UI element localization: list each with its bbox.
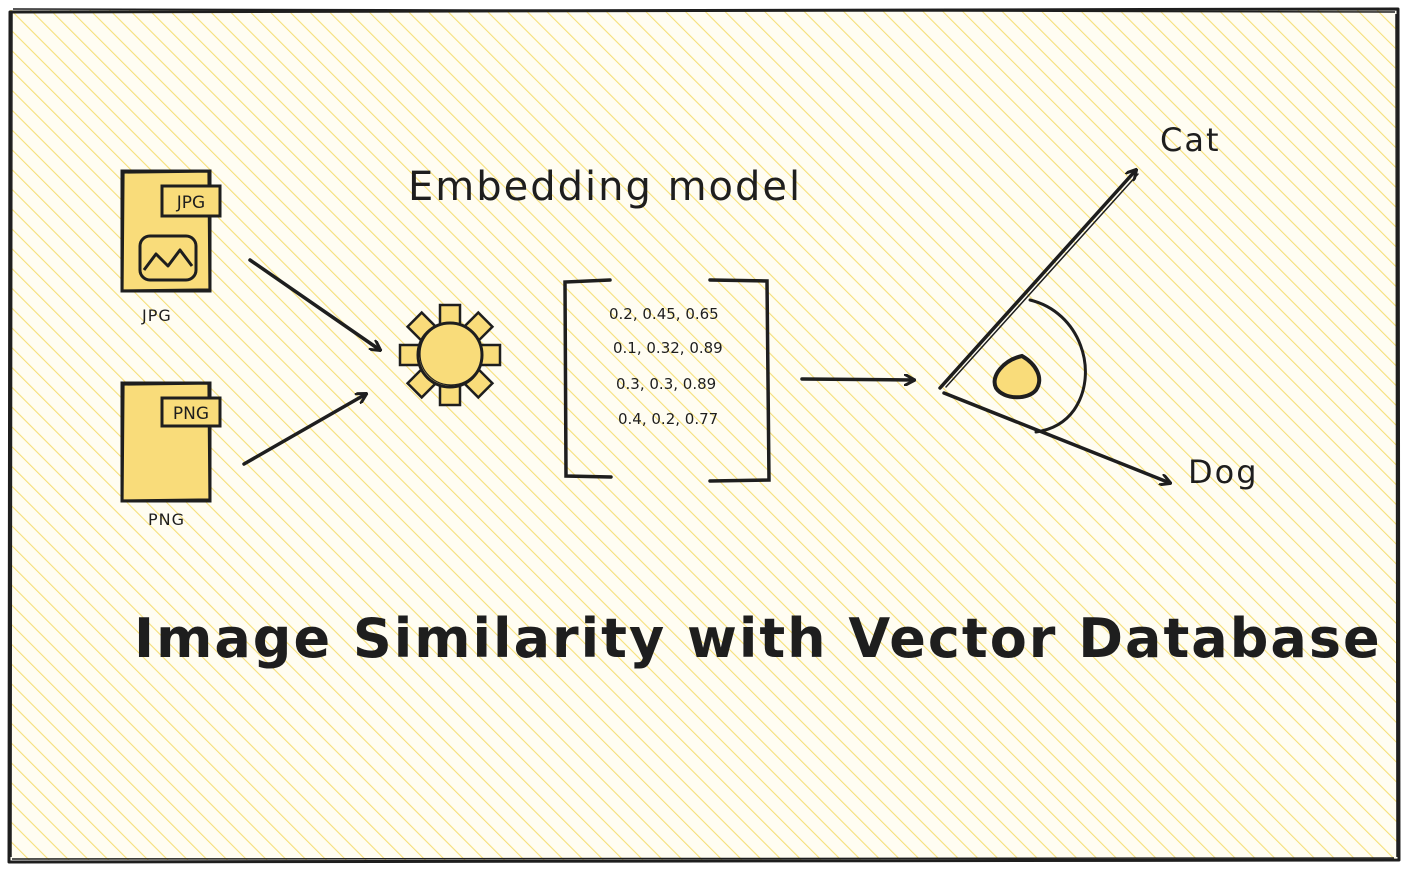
- gear-icon: [398, 303, 502, 407]
- jpg-caption: JPG: [142, 306, 172, 325]
- dog-vector-arrow: [942, 391, 1170, 483]
- vector-row: 0.4, 0.2, 0.77: [618, 410, 719, 428]
- vector-row: 0.2, 0.45, 0.65: [609, 305, 719, 323]
- png-badge-text: PNG: [173, 404, 209, 424]
- cat-label: Cat: [1160, 121, 1221, 159]
- frame: [7, 7, 1401, 864]
- jpg-badge-text: JPG: [176, 193, 205, 213]
- embedding-model-heading: Embedding model: [408, 164, 803, 210]
- jpg-file-icon: JPG: [120, 169, 222, 293]
- vector-row: 0.1, 0.32, 0.89: [613, 339, 723, 357]
- png-file-icon: PNG: [120, 381, 222, 503]
- png-caption: PNG: [148, 510, 186, 529]
- angle-theta-icon: [992, 353, 1042, 400]
- vector-row: 0.3, 0.3, 0.89: [616, 375, 717, 393]
- cat-vector-arrow: [938, 170, 1136, 390]
- dog-label: Dog: [1188, 453, 1259, 491]
- image-thumbnail-icon: [138, 234, 198, 282]
- jpg-to-model-arrow: [248, 258, 380, 350]
- similarity-angle: [938, 170, 1170, 483]
- vector-matrix-brackets: [563, 278, 771, 483]
- matrix-to-space-arrow: [800, 379, 914, 380]
- png-to-model-arrow: [242, 394, 366, 466]
- page-title: Image Similarity with Vector Database: [134, 607, 1382, 670]
